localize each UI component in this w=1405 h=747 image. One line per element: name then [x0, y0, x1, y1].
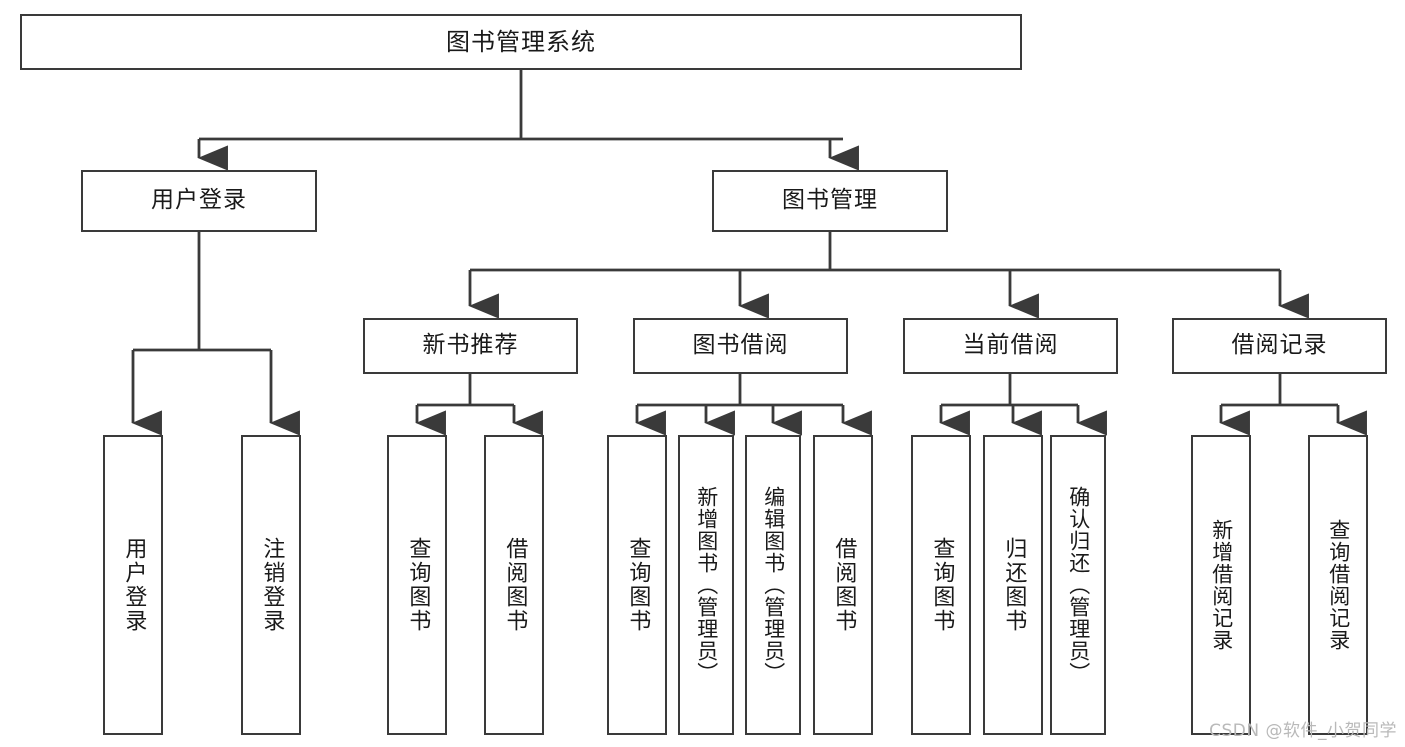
leaf-query-book-rec-label: 查询图书: [405, 537, 431, 633]
leaf-borrow-book-action[interactable]: 借阅图书: [813, 435, 873, 735]
leaf-add-borrow-record-label: 新增借阅记录: [1209, 519, 1234, 651]
leaf-query-book-borrow[interactable]: 查询图书: [607, 435, 667, 735]
leaf-return-book[interactable]: 归还图书: [983, 435, 1043, 735]
leaf-confirm-return-admin[interactable]: 确认归还（管理员）: [1050, 435, 1106, 735]
node-user-login[interactable]: 用户登录: [81, 170, 317, 232]
node-user-login-label: 用户登录: [151, 187, 247, 214]
leaf-add-borrow-record[interactable]: 新增借阅记录: [1191, 435, 1251, 735]
leaf-logout-action-label: 注销登录: [259, 537, 285, 633]
leaf-query-book-current-label: 查询图书: [929, 537, 955, 633]
node-book-borrow[interactable]: 图书借阅: [633, 318, 848, 374]
leaf-return-book-label: 归还图书: [1001, 537, 1027, 633]
node-root-label: 图书管理系统: [446, 27, 596, 56]
node-book-manage[interactable]: 图书管理: [712, 170, 948, 232]
leaf-query-borrow-record-label: 查询借阅记录: [1326, 519, 1351, 651]
leaf-add-book-admin[interactable]: 新增图书（管理员）: [678, 435, 734, 735]
leaf-user-login-action[interactable]: 用户登录: [103, 435, 163, 735]
node-book-borrow-label: 图书借阅: [692, 332, 789, 359]
node-current-borrow-label: 当前借阅: [962, 332, 1059, 359]
node-new-book-recommend[interactable]: 新书推荐: [363, 318, 578, 374]
leaf-borrow-book-action-label: 借阅图书: [831, 537, 857, 633]
leaf-query-book-rec[interactable]: 查询图书: [387, 435, 447, 735]
leaf-logout-action[interactable]: 注销登录: [241, 435, 301, 735]
leaf-query-borrow-record[interactable]: 查询借阅记录: [1308, 435, 1368, 735]
leaf-edit-book-admin[interactable]: 编辑图书（管理员）: [745, 435, 801, 735]
leaf-edit-book-admin-label: 编辑图书（管理员）: [761, 486, 786, 684]
leaf-query-book-borrow-label: 查询图书: [625, 537, 651, 633]
leaf-borrow-book-rec-label: 借阅图书: [502, 537, 528, 633]
watermark-text: CSDN @软件_小贺同学: [1209, 721, 1397, 741]
node-borrow-record[interactable]: 借阅记录: [1172, 318, 1387, 374]
node-root[interactable]: 图书管理系统: [20, 14, 1022, 70]
node-current-borrow[interactable]: 当前借阅: [903, 318, 1118, 374]
leaf-query-book-current[interactable]: 查询图书: [911, 435, 971, 735]
node-new-book-recommend-label: 新书推荐: [422, 332, 519, 359]
leaf-user-login-action-label: 用户登录: [121, 537, 147, 633]
leaf-confirm-return-admin-label: 确认归还（管理员）: [1066, 486, 1091, 684]
leaf-add-book-admin-label: 新增图书（管理员）: [694, 486, 719, 684]
node-book-manage-label: 图书管理: [782, 187, 878, 214]
node-borrow-record-label: 借阅记录: [1231, 332, 1328, 359]
leaf-borrow-book-rec[interactable]: 借阅图书: [484, 435, 544, 735]
